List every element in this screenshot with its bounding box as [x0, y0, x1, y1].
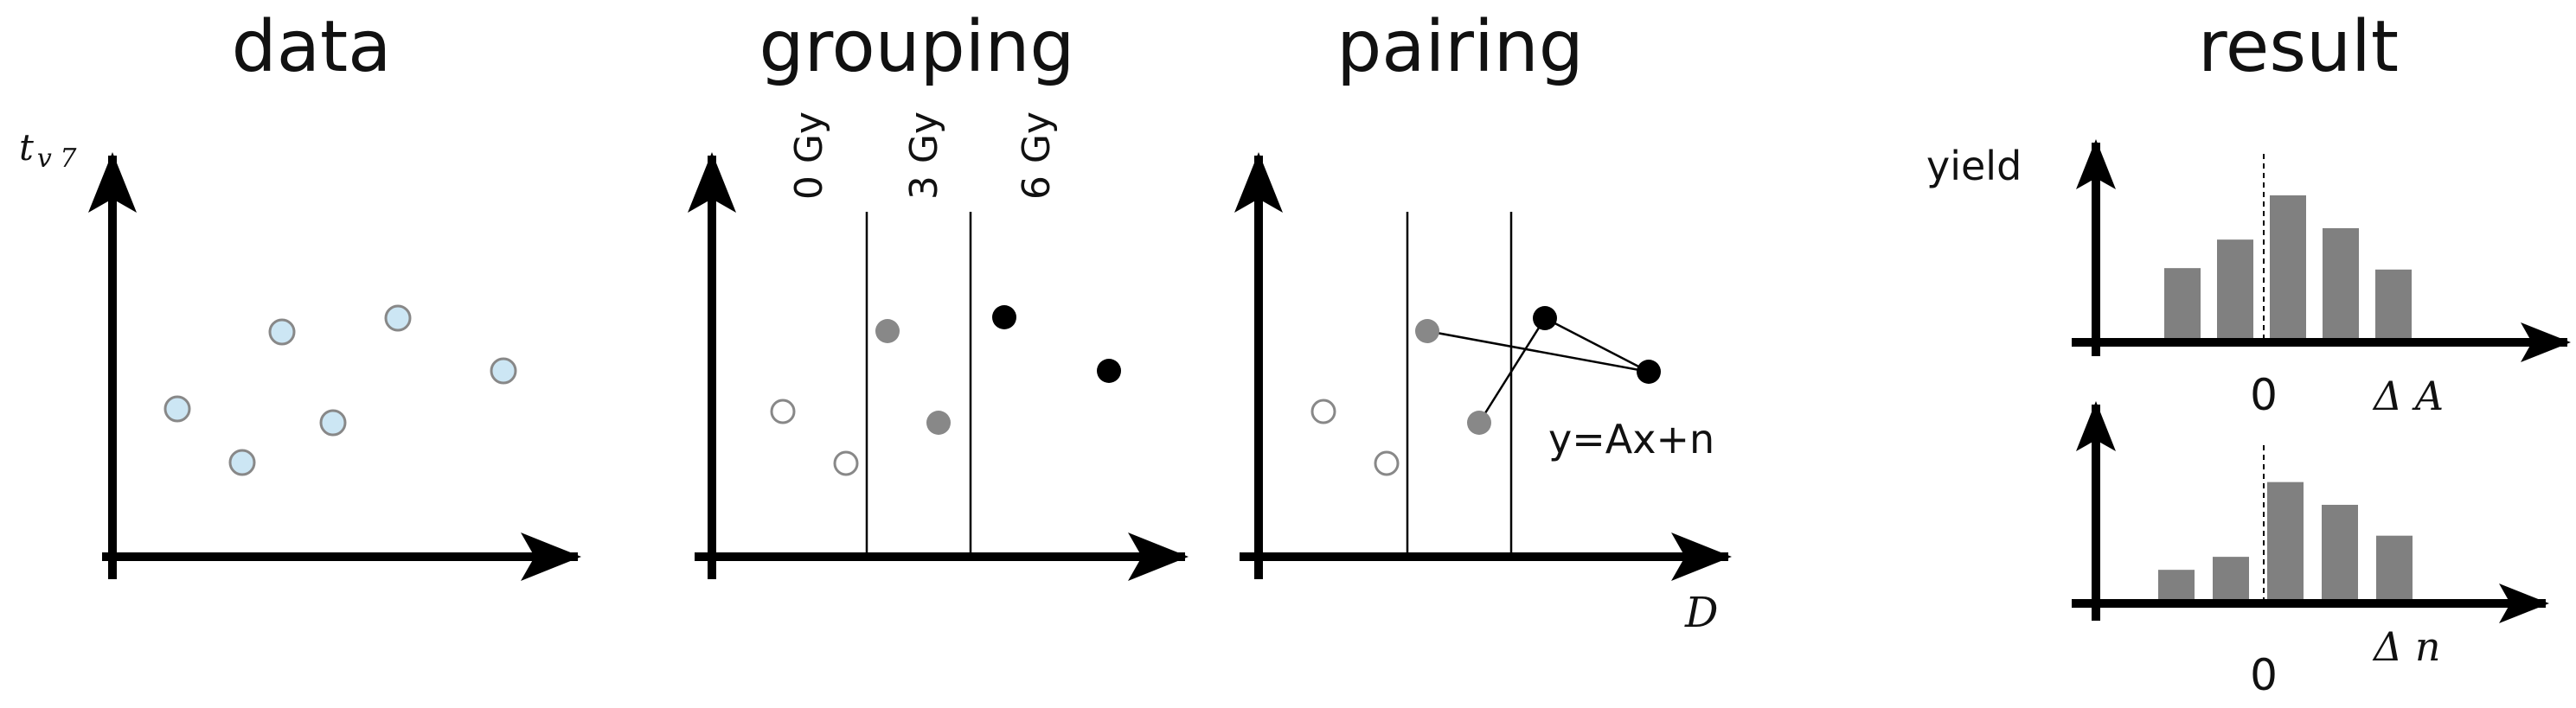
- title-grouping: grouping: [759, 6, 1075, 88]
- title-data: data: [232, 6, 392, 88]
- point-0gy: [1374, 450, 1400, 476]
- data-point: [268, 318, 296, 346]
- top-zero-label: 0: [2250, 370, 2278, 420]
- point-3gy: [926, 411, 951, 435]
- grouping-panel: 0 Gy 3 Gy 6 Gy: [688, 112, 1189, 581]
- pairing-x-label: D: [1684, 589, 1718, 637]
- top-x-label: Δ A: [2372, 373, 2444, 419]
- data-point: [228, 449, 256, 476]
- histogram-bar: [2213, 557, 2249, 599]
- point-6gy: [1533, 306, 1557, 330]
- point-0gy: [770, 399, 796, 424]
- histogram-bar: [2217, 239, 2253, 338]
- point-6gy: [992, 305, 1016, 329]
- histogram-bar: [2376, 535, 2413, 599]
- group-label-3gy: 3 Gy: [902, 112, 946, 200]
- point-6gy: [1097, 359, 1121, 383]
- data-point: [490, 357, 517, 385]
- bottom-zero-label: 0: [2250, 650, 2278, 700]
- data-point: [163, 395, 191, 423]
- point-3gy: [1415, 319, 1439, 343]
- title-result: result: [2198, 6, 2399, 88]
- point-3gy: [875, 319, 900, 343]
- result-y-label: yield: [1926, 143, 2022, 189]
- group-label-6gy: 6 Gy: [1015, 112, 1059, 200]
- title-pairing: pairing: [1336, 6, 1584, 88]
- bottom-x-label: Δ n: [2372, 623, 2440, 670]
- point-0gy: [1310, 399, 1336, 424]
- bottom-histogram: [2158, 482, 2413, 599]
- point-6gy: [1637, 360, 1661, 384]
- top-histogram: [2164, 195, 2412, 338]
- histogram-bar: [2164, 268, 2201, 338]
- group-label-0gy: 0 Gy: [787, 112, 831, 200]
- fit-equation: y=Ax+n: [1548, 416, 1714, 462]
- histogram-bar: [2323, 227, 2359, 338]
- histogram-bar: [2322, 504, 2358, 599]
- histogram-bar: [2270, 195, 2306, 338]
- histogram-bar: [2267, 482, 2304, 599]
- pairing-panel: y=Ax+n D: [1234, 152, 1732, 637]
- histogram-bar: [2375, 269, 2412, 338]
- data-point: [319, 409, 347, 437]
- data-point: [384, 304, 412, 332]
- pairing-lines: [1426, 316, 1650, 424]
- histogram-bar: [2158, 570, 2195, 599]
- point-3gy: [1467, 411, 1491, 435]
- point-0gy: [833, 450, 859, 476]
- result-panel: yield 0 Δ A 0 Δ n: [1926, 139, 2571, 700]
